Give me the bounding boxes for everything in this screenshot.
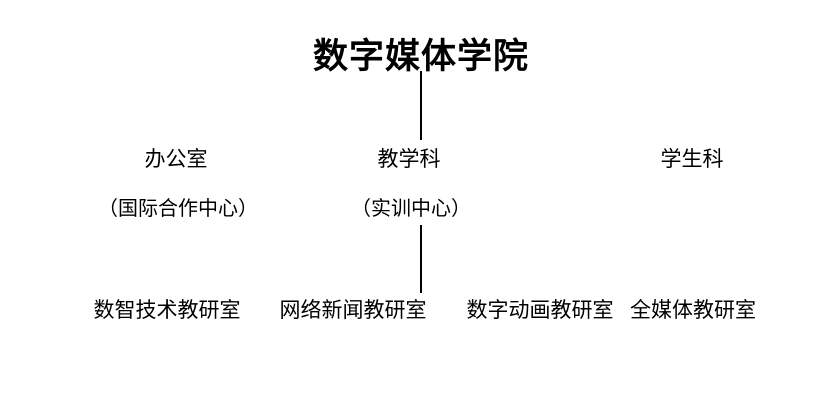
office-label-all-media: 全媒体教研室 — [630, 298, 756, 322]
sub-label-international-cooperation-center: （国际合作中心） — [98, 198, 258, 220]
chart-title: 数字媒体学院 — [312, 37, 530, 77]
sub-label-training-center: （实训中心） — [351, 198, 471, 220]
office-label-digital-animation: 数字动画教研室 — [466, 298, 614, 322]
dept-label-office: 办公室 — [144, 147, 208, 171]
connector-line-top — [420, 71, 422, 140]
connector-line-bottom — [420, 225, 422, 293]
office-label-network-news: 网络新闻教研室 — [279, 298, 427, 322]
office-label-digital-intelligence-technology: 数智技术教研室 — [93, 298, 241, 322]
dept-label-student-section: 学生科 — [660, 147, 724, 171]
dept-label-teaching-section: 教学科 — [377, 147, 441, 171]
